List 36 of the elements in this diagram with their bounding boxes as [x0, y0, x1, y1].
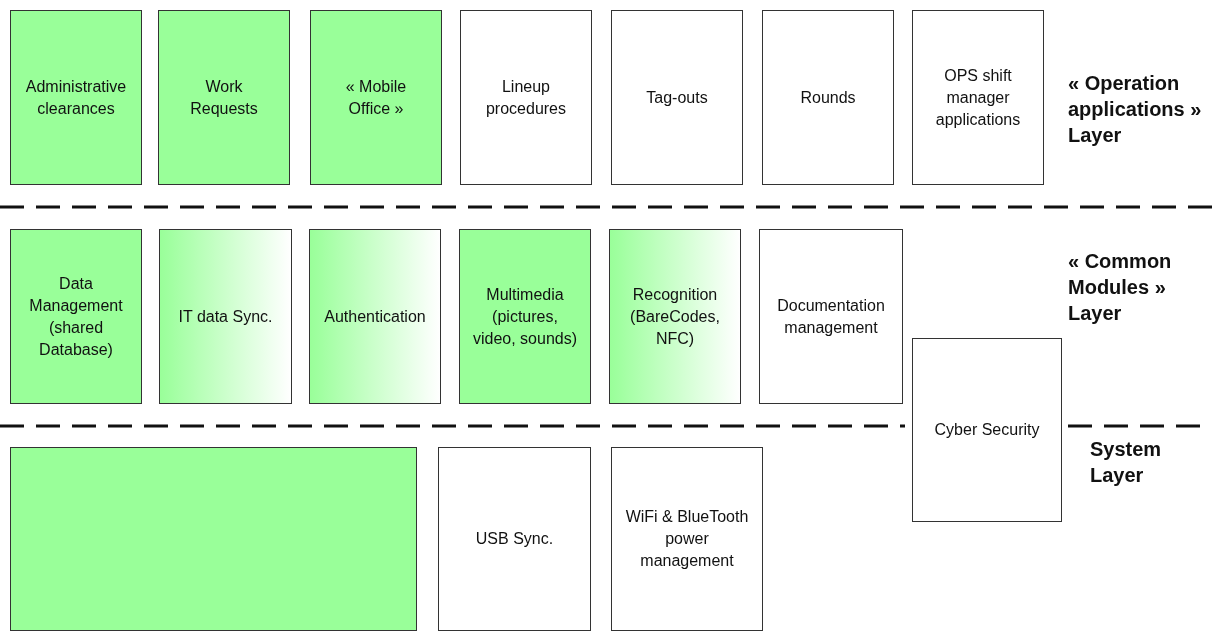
module-label: Tag-outs	[646, 87, 708, 108]
layer-label: « Operation applications » Layer	[1068, 71, 1203, 148]
module-box	[10, 447, 417, 631]
module-box	[459, 229, 591, 404]
module-label: Lineup procedures	[484, 76, 567, 119]
module-label: Rounds	[800, 87, 856, 108]
module-box	[609, 229, 741, 404]
module-box	[10, 10, 142, 185]
module-box	[438, 447, 591, 631]
module-label: Data Management (shared Database)	[28, 273, 124, 360]
module-label: OPS shift manager applications	[934, 65, 1022, 130]
module-box	[309, 229, 441, 404]
module-label: IT data Sync.	[178, 306, 273, 327]
module-label: Work Requests	[189, 76, 259, 119]
module-box	[762, 10, 894, 185]
module-box	[310, 10, 442, 185]
module-box	[460, 10, 592, 185]
module-box	[159, 229, 292, 404]
module-box	[158, 10, 290, 185]
module-label: WiFi & BlueTooth power management	[624, 507, 750, 571]
module-label: « Mobile Office »	[344, 76, 408, 119]
module-label: USB Sync.	[475, 529, 554, 549]
module-box	[10, 229, 142, 404]
layer-label: System Layer	[1090, 437, 1163, 488]
module-label: Authentication	[324, 306, 426, 327]
module-box	[912, 338, 1062, 522]
module-label: Cyber Security	[934, 420, 1040, 440]
module-box	[611, 447, 763, 631]
module-box	[611, 10, 743, 185]
layer-label: « Common Modules » Layer	[1068, 249, 1173, 326]
module-label: Recognition (BareCodes, NFC)	[629, 284, 721, 349]
module-box	[759, 229, 903, 404]
module-box	[912, 10, 1044, 185]
module-label: Multimedia (pictures, video, sounds)	[472, 284, 578, 349]
module-label: Administrative clearances	[24, 76, 128, 119]
module-label: Documentation management	[776, 295, 886, 338]
